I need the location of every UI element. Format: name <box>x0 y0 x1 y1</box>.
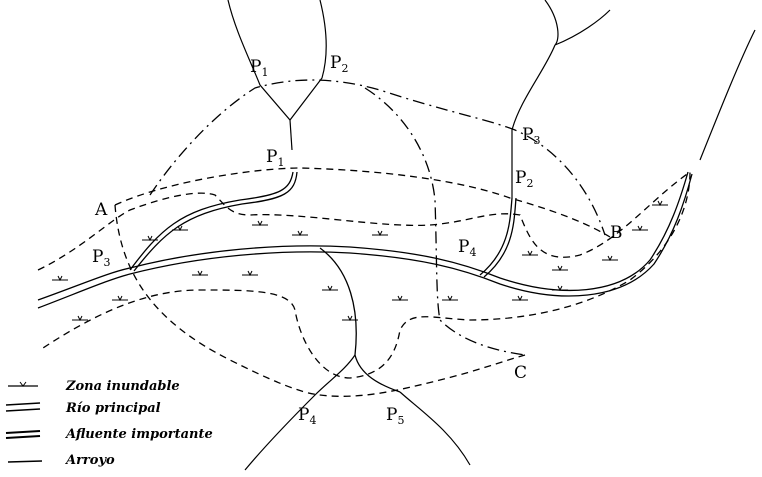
flood-mark <box>342 315 358 322</box>
flood-mark <box>242 270 258 277</box>
watershed-boundary-top <box>114 167 611 238</box>
stream <box>544 0 611 46</box>
legend: Zona inundable Río principal Afluente im… <box>5 379 213 468</box>
flood-mark <box>512 295 528 302</box>
flood-zone-icon <box>8 381 38 387</box>
main-river-bank <box>37 173 693 309</box>
svg-text:Arroyo: Arroyo <box>64 453 115 468</box>
flood-mark <box>442 295 458 302</box>
divide-line <box>149 79 606 236</box>
flood-mark <box>292 230 308 237</box>
svg-text:P3: P3 <box>92 247 110 269</box>
flood-mark <box>372 230 388 237</box>
stream <box>244 354 356 471</box>
point-labels: P1 P2 P3 P1 P2 P3 P4 P4 P5 A B C <box>92 53 623 427</box>
flood-mark <box>522 250 538 257</box>
stream <box>511 44 556 198</box>
flood-mark <box>652 200 668 207</box>
svg-text:P3: P3 <box>522 125 540 147</box>
flood-mark <box>52 275 68 282</box>
svg-text:P1: P1 <box>266 147 284 169</box>
svg-text:A: A <box>94 200 108 220</box>
flood-mark <box>322 285 338 292</box>
svg-text:P1: P1 <box>250 57 268 79</box>
main-river <box>37 171 689 301</box>
svg-text:Zona inundable: Zona inundable <box>65 379 180 394</box>
tributary-left <box>129 171 294 271</box>
svg-text:Afluente importante: Afluente importante <box>64 427 213 442</box>
stream <box>227 0 327 121</box>
watershed-boundary <box>114 204 526 397</box>
main-river-icon <box>5 402 41 412</box>
stream <box>289 119 293 151</box>
svg-text:P4: P4 <box>458 237 476 259</box>
flood-mark <box>192 270 208 277</box>
flood-mark <box>632 225 648 232</box>
stream <box>399 391 471 466</box>
svg-text:P2: P2 <box>330 53 348 75</box>
flood-mark <box>172 225 188 232</box>
svg-text:P2: P2 <box>515 168 533 190</box>
svg-text:Río principal: Río principal <box>65 401 161 416</box>
flood-mark <box>602 255 618 262</box>
tributary-center <box>319 247 401 393</box>
tributary-left-bank <box>133 171 298 272</box>
flood-mark <box>552 265 568 272</box>
tributary-right-bank <box>483 197 517 278</box>
tributary-right <box>479 197 513 276</box>
divide-line-inner <box>364 87 526 356</box>
flood-mark <box>392 295 408 302</box>
flood-mark <box>142 235 158 242</box>
major-tributary-icon <box>5 430 41 439</box>
flood-mark <box>552 285 568 292</box>
flood-mark <box>252 220 268 227</box>
flood-mark <box>72 315 88 322</box>
svg-text:B: B <box>610 223 623 243</box>
svg-text:P5: P5 <box>386 405 404 427</box>
svg-text:P4: P4 <box>298 405 316 427</box>
flood-zone-boundary <box>37 170 691 379</box>
flood-mark <box>112 295 128 302</box>
stream <box>699 29 756 161</box>
svg-text:C: C <box>514 363 527 383</box>
stream-icon <box>7 460 43 463</box>
